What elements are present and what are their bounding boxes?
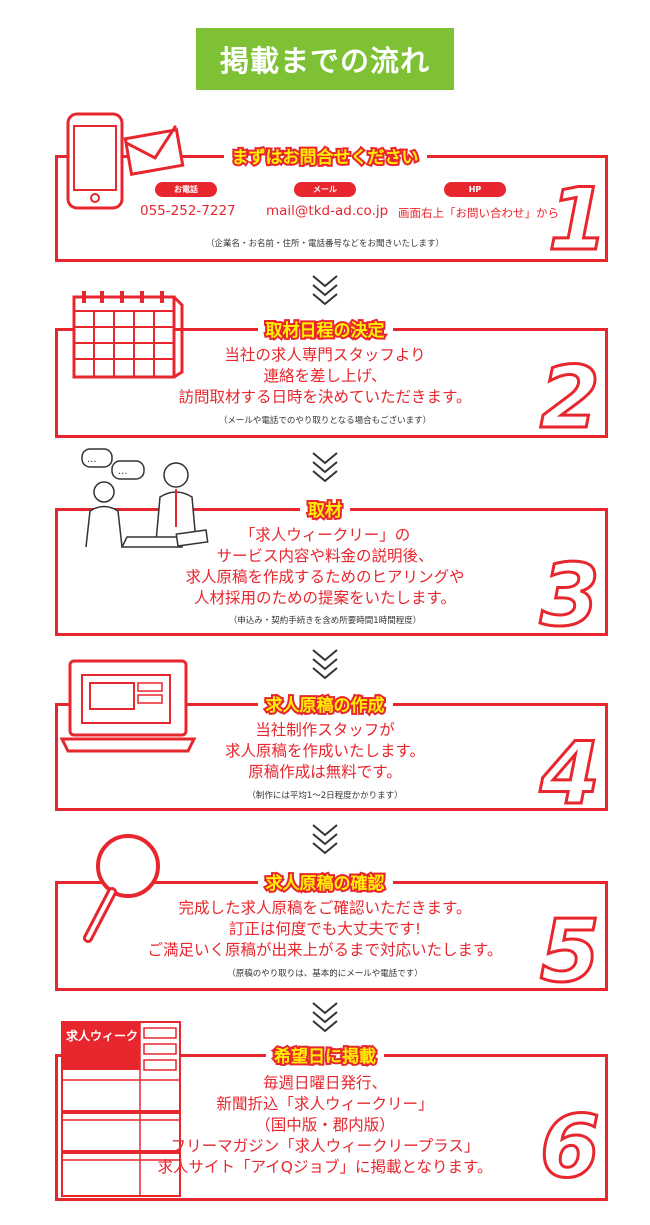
step-4-number: 4 <box>539 723 602 826</box>
interview-illustration: ... ... <box>72 447 222 561</box>
step-1-number: 1 <box>547 169 610 272</box>
step-4-text: 当社制作スタッフが 求人原稿を作成いたします。 原稿作成は無料です。 <box>225 721 425 781</box>
svg-text:...: ... <box>87 454 97 465</box>
step-5-number: 5 <box>539 901 602 1004</box>
contact-mail[interactable]: mail@tkd-ad.co.jp <box>266 203 389 219</box>
step-2-number: 2 <box>539 347 602 450</box>
laptop-icon <box>59 659 197 753</box>
magnifier-icon <box>83 834 160 943</box>
phone-mail-illustration <box>62 110 187 214</box>
chevron-down-icon <box>312 649 338 680</box>
meeting-people-icon: ... ... <box>81 448 209 548</box>
chevron-down-icon <box>312 824 338 855</box>
step-1-title: まずはお問合せください <box>0 143 650 170</box>
step-5-text: 完成した求人原稿をご確認いただきます。 訂正は何度でも大丈夫です! ご満足いく原… <box>147 899 503 959</box>
chevron-down-icon <box>312 275 338 306</box>
brochure-illustration: 求人ウィークリー <box>60 1020 185 1204</box>
step-3-title: 取材 <box>0 496 650 523</box>
step-1-note: （企業名・お名前・住所・電話番号などをお聞きいたします） <box>205 239 444 249</box>
step-2-title: 取材日程の決定 <box>0 316 650 343</box>
step-5-title: 求人原稿の確認 <box>0 869 650 896</box>
phone-icon <box>66 112 185 210</box>
step-3-text: 「求人ウィークリー」の サービス内容や料金の説明後、 求人原稿を作成するためのヒ… <box>185 526 465 607</box>
contact-label-hp: HP <box>444 182 506 197</box>
step-6-number: 6 <box>539 1096 602 1199</box>
chevron-down-icon <box>312 452 338 483</box>
page-title: 掲載までの流れ <box>219 44 430 78</box>
magnifier-illustration <box>78 830 168 949</box>
step-3-number: 3 <box>539 545 602 648</box>
contact-label-mail: メール <box>294 182 356 197</box>
svg-text:...: ... <box>118 466 128 477</box>
envelope-icon <box>123 125 185 176</box>
contact-label-phone: お電話 <box>155 182 217 197</box>
laptop-illustration <box>58 655 198 759</box>
brochure-title: 求人ウィークリー <box>66 1028 162 1043</box>
step-2-text: 当社の求人専門スタッフより 連絡を差し上げ、 訪問取材する日時を決めていただきま… <box>178 346 472 406</box>
contact-phone[interactable]: 055-252-7227 <box>140 203 236 219</box>
step-5-box <box>55 881 608 991</box>
step-6-text: 毎週日曜日発行、 新聞折込「求人ウィークリー」 （国中版・郡内版） フリーマガジ… <box>157 1074 493 1176</box>
step-4-title: 求人原稿の作成 <box>0 691 650 718</box>
page-title-banner: 掲載までの流れ <box>196 28 454 90</box>
step-3-note: （申込み・契約手続きを含め所要時間1時間程度） <box>228 616 422 626</box>
step-2-note: （メールや電話でのやり取りとなる場合もございます） <box>218 416 432 426</box>
step-5-note: （原稿のやり取りは、基本的にメールや電話です） <box>227 969 423 979</box>
step-6-title: 希望日に掲載 <box>0 1042 650 1069</box>
chevron-down-icon <box>312 1002 338 1033</box>
newspaper-icon: 求人ウィークリー <box>61 1021 181 1197</box>
step-4-note: （制作には平均1〜2日程度かかります） <box>247 791 403 801</box>
calendar-icon <box>72 291 184 379</box>
contact-hp[interactable]: 画面右上「お問い合わせ」から <box>398 206 559 220</box>
calendar-illustration <box>70 287 190 386</box>
